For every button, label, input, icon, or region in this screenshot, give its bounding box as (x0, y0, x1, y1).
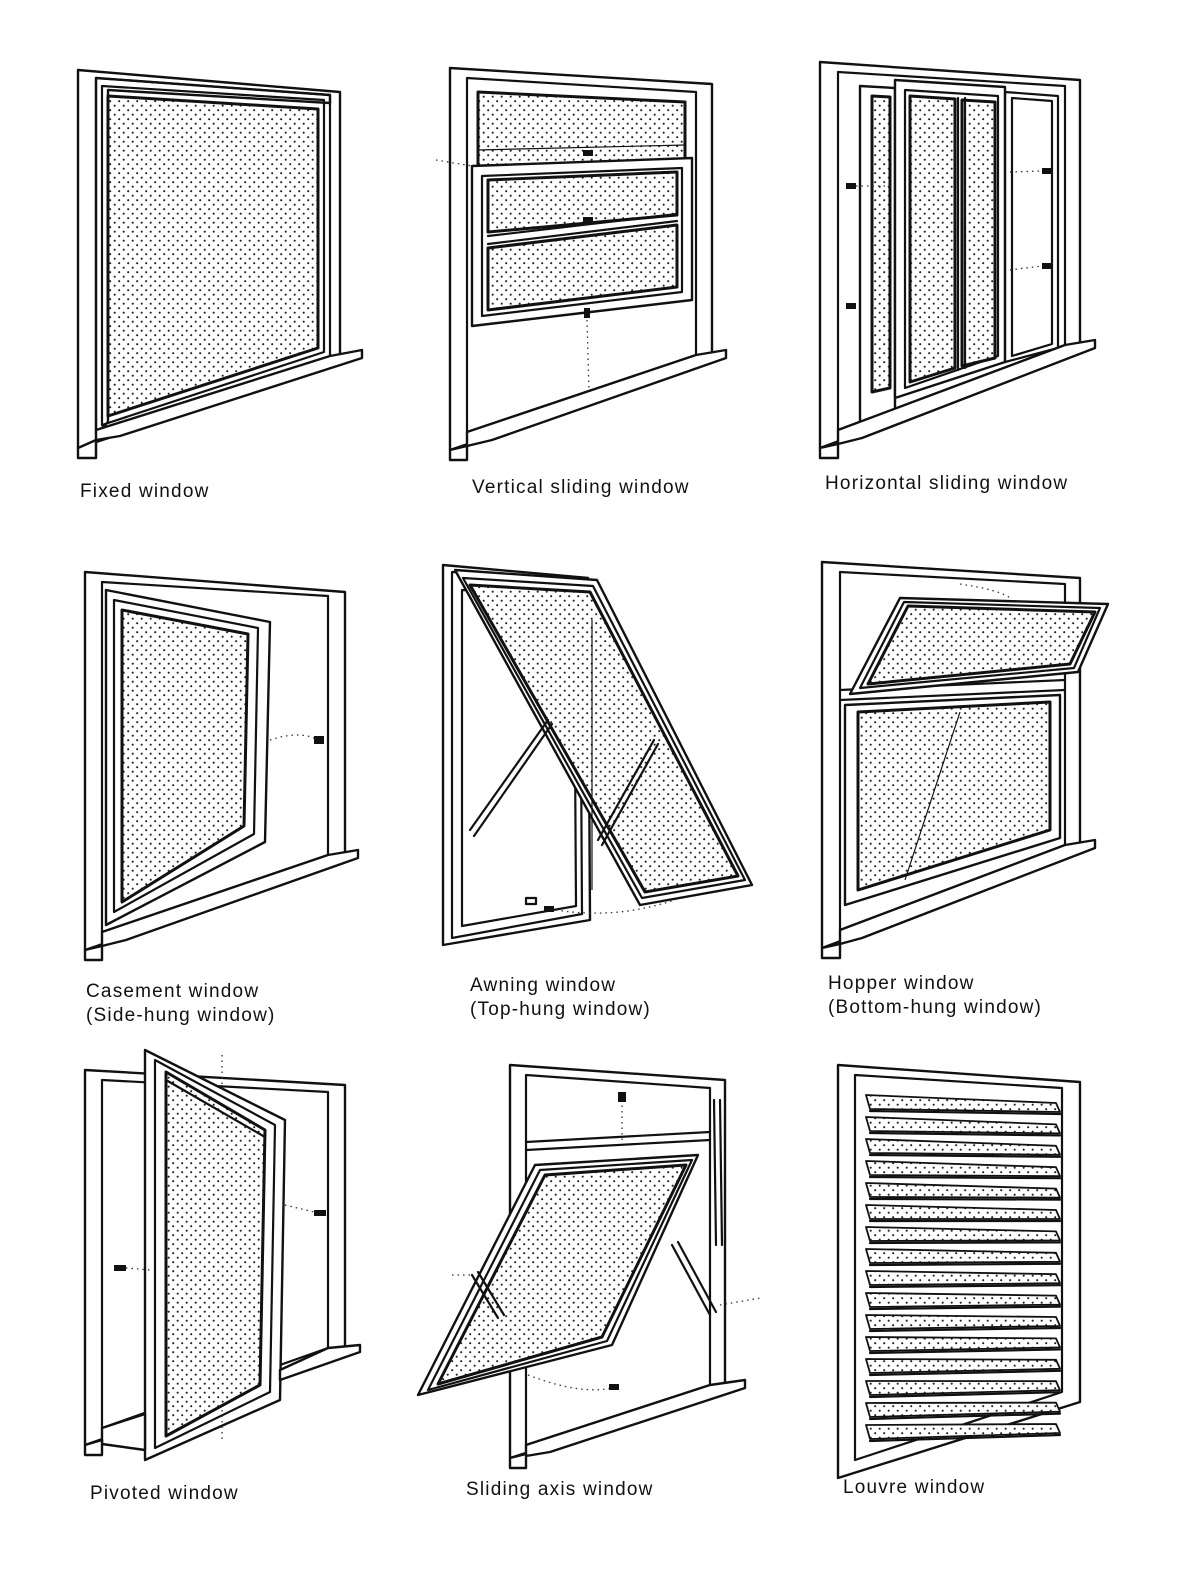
caption-louvre-window: Louvre window (843, 1477, 986, 1498)
louvre-blade (865, 1182, 1061, 1199)
louvre-blade (865, 1292, 1061, 1308)
louvre-blade (865, 1270, 1061, 1286)
louvre-blade-edge (868, 1305, 1062, 1311)
louvre-blade (865, 1248, 1061, 1264)
louvre-blade-edge (868, 1175, 1062, 1180)
louvre-blade-edge (868, 1369, 1062, 1377)
caption-casement-window: Casement window(Side-hung window) (86, 981, 276, 1026)
louvre-blade-edge (868, 1391, 1062, 1399)
caption-fixed-window: Fixed window (80, 481, 210, 502)
louvre-blade (865, 1226, 1061, 1242)
louvre-blade (865, 1401, 1061, 1418)
caption-horizontal-sliding-window: Horizontal sliding window (825, 473, 1069, 494)
caption-awning-window: Awning window(Top-hung window) (470, 975, 651, 1020)
louvre-blade-edge (868, 1284, 1062, 1289)
louvre-blade-edge (868, 1412, 1062, 1421)
caption-vertical-sliding-window: Vertical sliding window (472, 477, 690, 498)
louvre-blade-edge (868, 1131, 1062, 1137)
louvre-blade (865, 1336, 1061, 1352)
casement-window-drawing (83, 570, 360, 962)
louvre-blade (865, 1094, 1061, 1113)
caption-sliding-axis-window: Sliding axis window (466, 1479, 654, 1500)
louvre-blade (865, 1204, 1061, 1220)
fixed-window-drawing (76, 68, 364, 460)
louvre-blade-edge (868, 1241, 1062, 1245)
horizontal-sliding-window-drawing (818, 60, 1097, 460)
caption-pivoted-window: Pivoted window (90, 1483, 239, 1504)
hopper-window-drawing (820, 560, 1110, 960)
louvre-blade-edge (868, 1348, 1062, 1355)
louvre-blade-edge (868, 1153, 1062, 1158)
louvre-blade-edge (868, 1262, 1062, 1267)
louvre-blade (865, 1358, 1061, 1374)
louvre-blade-edge (868, 1433, 1062, 1443)
sliding-axis-window-drawing (416, 1063, 761, 1470)
louvre-blade-edge (868, 1197, 1062, 1201)
louvre-blade (865, 1160, 1061, 1178)
vertical-sliding-window-drawing (435, 66, 728, 462)
caption-hopper-window: Hopper window(Bottom-hung window) (828, 973, 1043, 1018)
louvre-blade (865, 1138, 1061, 1156)
louvre-blade-edge (868, 1109, 1062, 1116)
pivoted-window-drawing (83, 1048, 362, 1462)
louvre-blade (865, 1116, 1061, 1135)
awning-window-drawing (441, 563, 754, 947)
louvre-blade-edge (868, 1326, 1062, 1333)
louvre-blade (865, 1380, 1061, 1396)
louvre-window-drawing (836, 1063, 1082, 1480)
louvre-blade (865, 1314, 1061, 1330)
louvre-blade (865, 1423, 1061, 1440)
